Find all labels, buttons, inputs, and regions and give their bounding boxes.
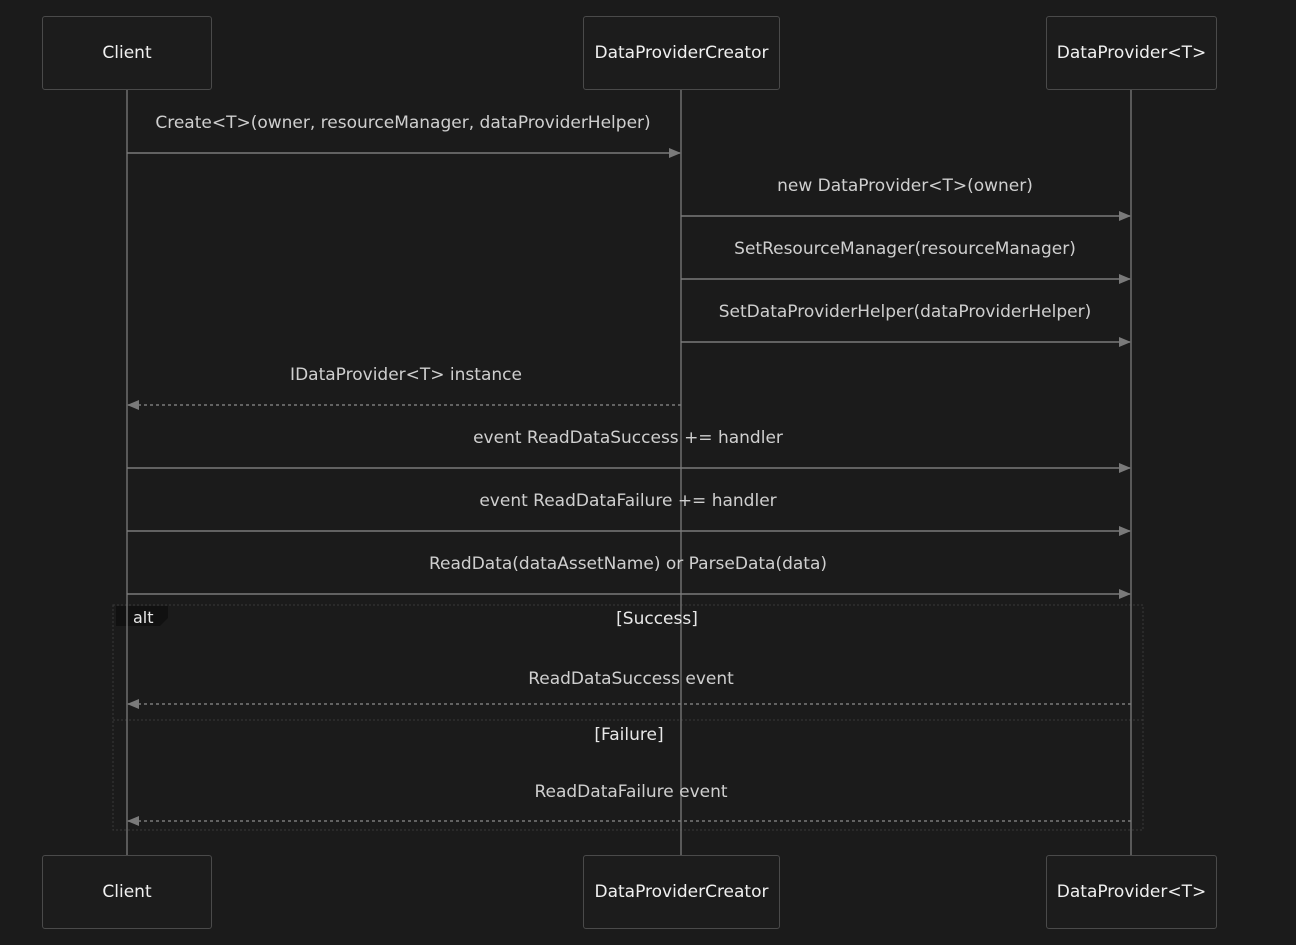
message-label-m3: SetResourceManager(resourceManager): [734, 239, 1076, 259]
actor-creator-bottom: DataProviderCreator: [583, 855, 780, 929]
alt-guard-success: [Success]: [616, 609, 698, 629]
message-label-m7: event ReadDataFailure += handler: [479, 491, 777, 511]
message-label-m4: SetDataProviderHelper(dataProviderHelper…: [718, 302, 1092, 322]
alt-guard-failure: [Failure]: [594, 725, 664, 745]
actor-provider-top: DataProvider<T>: [1046, 16, 1217, 90]
alt-label: alt: [133, 608, 154, 627]
alt-tag-shape: [116, 606, 168, 626]
message-label-m2: new DataProvider<T>(owner): [777, 176, 1033, 196]
alt-frame: [112, 604, 1144, 831]
message-label-m9: ReadDataSuccess event: [528, 669, 734, 689]
actor-creator-top: DataProviderCreator: [583, 16, 780, 90]
message-label-m5: IDataProvider<T> instance: [290, 365, 522, 385]
message-label-m1: Create<T>(owner, resourceManager, dataPr…: [155, 113, 651, 133]
message-label-m6: event ReadDataSuccess += handler: [473, 428, 783, 448]
actor-client-bottom: Client: [42, 855, 212, 929]
actor-provider-bottom: DataProvider<T>: [1046, 855, 1217, 929]
message-label-m8: ReadData(dataAssetName) or ParseData(dat…: [428, 554, 828, 574]
message-label-m10: ReadDataFailure event: [534, 782, 728, 802]
actor-client-top: Client: [42, 16, 212, 90]
